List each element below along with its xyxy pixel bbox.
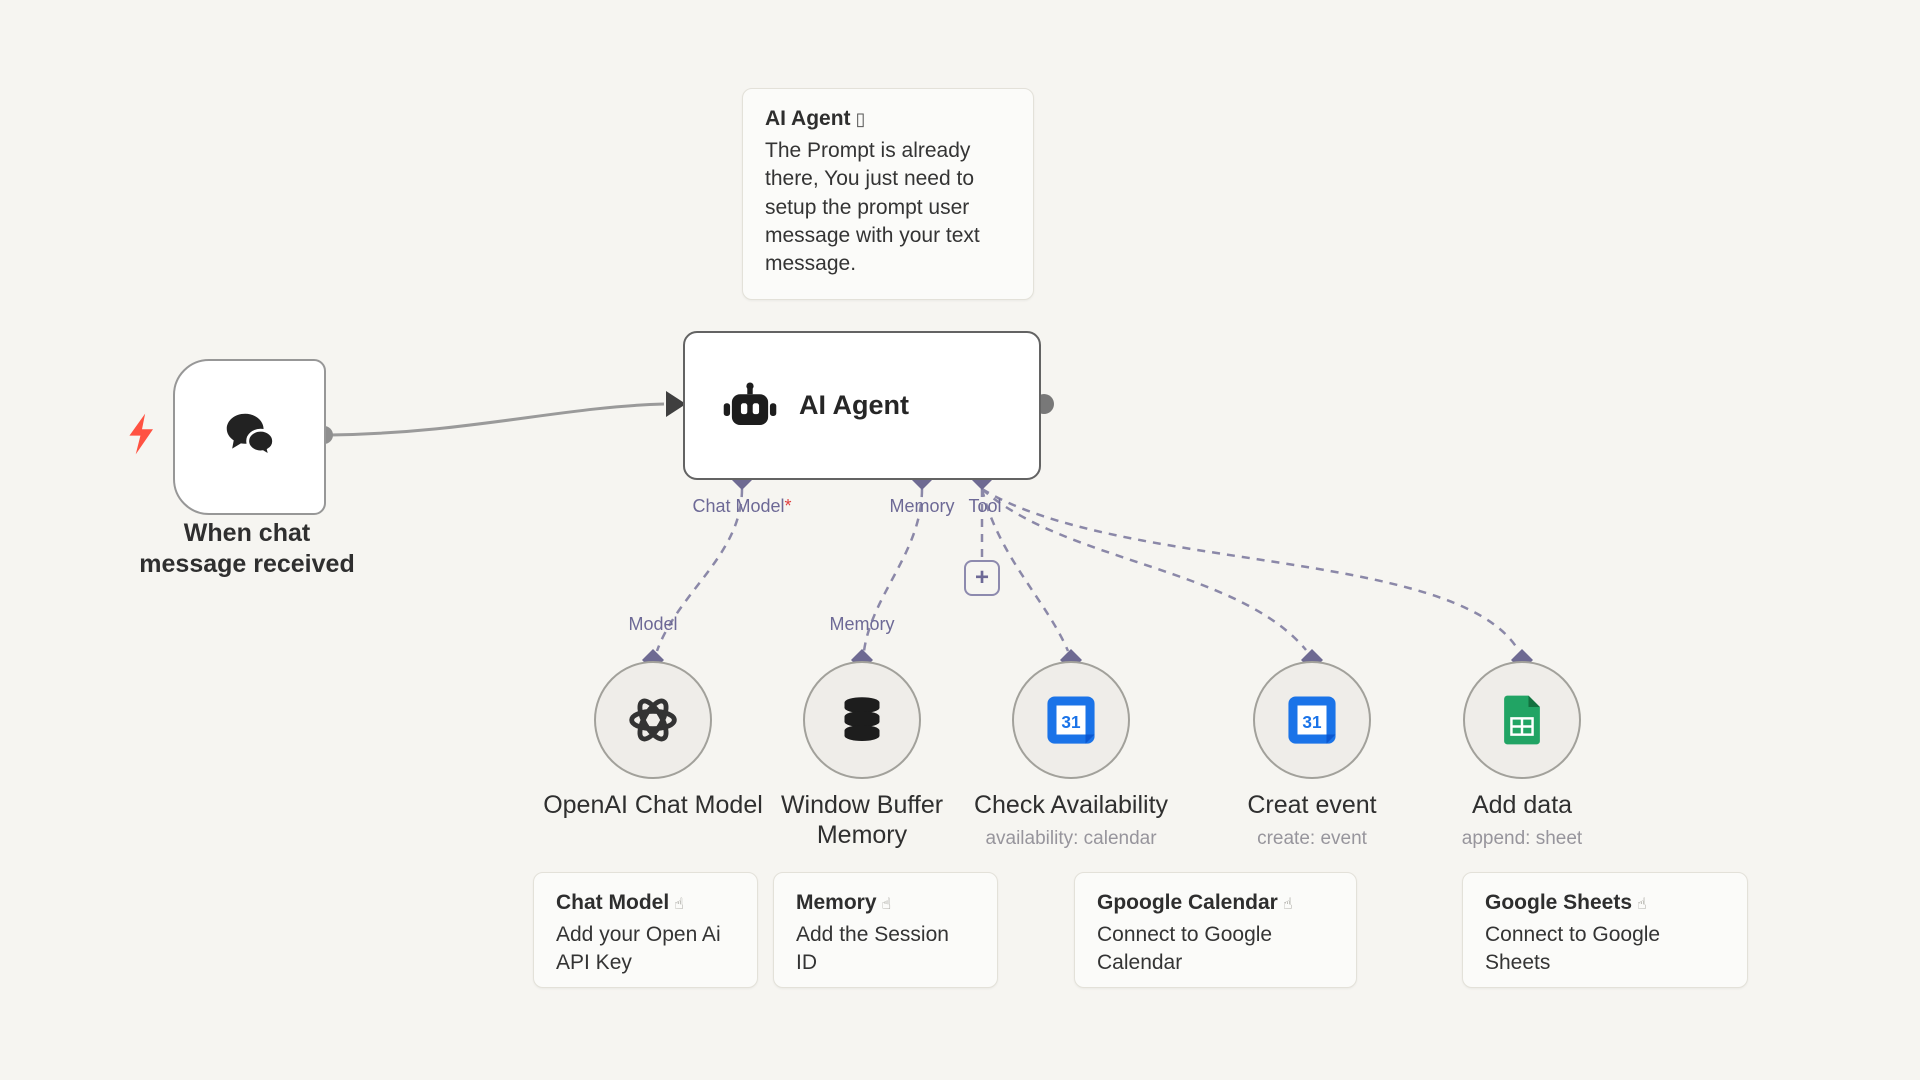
sticky-title: Google Sheets☝ — [1485, 891, 1647, 914]
openai-icon — [629, 698, 677, 742]
node-openai-chat-model[interactable] — [594, 661, 712, 779]
sticky-title: Chat Model☝ — [556, 891, 684, 914]
google-sheets-icon — [1504, 695, 1540, 745]
sticky-note-google-calendar[interactable]: Gpoogle Calendar☝ Connect to Google Cale… — [1074, 872, 1357, 988]
node-check-availability[interactable]: 31 — [1012, 661, 1130, 779]
node-subtitle: append: sheet — [1461, 828, 1583, 849]
lightning-bolt-icon — [129, 413, 153, 455]
pointing-hand-icon: ☝ — [881, 896, 892, 913]
node-subtitle: create: event — [1257, 828, 1367, 849]
database-icon — [844, 697, 880, 741]
sticky-body: Add your Open Ai API Key — [556, 923, 721, 975]
connection-label-model: Model — [628, 614, 678, 634]
pointing-hand-icon: ☝ — [1282, 896, 1293, 913]
node-title: Check Availability — [973, 791, 1169, 819]
plus-icon: + — [974, 564, 989, 591]
wire-tool-to-check-availability[interactable] — [980, 488, 1070, 652]
connection-label-memory: Memory — [829, 614, 895, 634]
agent-input-arrow[interactable] — [666, 391, 686, 417]
node-title: Creat event — [1247, 791, 1377, 819]
node-subtitle: availability: calendar — [985, 828, 1157, 849]
caption-creat-event: Creat event create: event — [1172, 790, 1452, 850]
pointing-hand-icon: ☝ — [674, 896, 684, 913]
node-creat-event[interactable]: 31 — [1253, 661, 1371, 779]
caption-openai-chat-model: OpenAI Chat Model — [513, 790, 793, 820]
sticky-title: Memory☝ — [796, 891, 892, 914]
wire-agent-to-memory[interactable] — [862, 488, 924, 652]
sticky-title: Gpoogle Calendar☝ — [1097, 891, 1293, 914]
robot-icon — [723, 381, 777, 425]
add-tool-button[interactable]: + — [964, 560, 1000, 596]
port-label-tool: Tool — [968, 496, 1002, 516]
sticky-body: The Prompt is already there, You just ne… — [765, 139, 980, 276]
wire-trigger-to-agent[interactable] — [329, 402, 665, 437]
pointing-hand-icon: ☝ — [1637, 896, 1647, 913]
node-title: Add data — [1471, 791, 1573, 819]
google-calendar-icon: 31 — [1288, 696, 1336, 744]
port-label-memory: Memory — [889, 496, 955, 516]
chat-bubbles-icon — [226, 413, 275, 460]
sticky-note-memory[interactable]: Memory☝ Add the Session ID — [773, 872, 998, 988]
sticky-note-chat-model[interactable]: Chat Model☝ Add your Open Ai API Key — [533, 872, 758, 988]
sticky-body: Connect to Google Sheets — [1485, 923, 1661, 975]
sticky-note-ai-agent[interactable]: AI Agent▯ The Prompt is already there, Y… — [742, 88, 1034, 300]
node-add-data[interactable] — [1463, 661, 1581, 779]
node-window-buffer-memory[interactable] — [803, 661, 921, 779]
svg-text:31: 31 — [1061, 712, 1081, 732]
node-title: Window Buffer Memory — [780, 791, 944, 849]
trigger-node-label: When chat message received — [139, 519, 355, 579]
wire-tool-to-creat-event[interactable] — [981, 488, 1307, 651]
sticky-body: Add the Session ID — [796, 923, 949, 975]
caption-check-availability: Check Availability availability: calenda… — [931, 790, 1211, 850]
required-asterisk: * — [784, 496, 792, 516]
node-ai-agent[interactable]: AI Agent — [683, 331, 1041, 480]
agent-node-label: AI Agent — [799, 390, 909, 420]
port-label-chat-model: Chat Model* — [692, 496, 792, 516]
caption-window-buffer-memory: Window Buffer Memory — [762, 790, 962, 850]
caption-add-data: Add data append: sheet — [1382, 790, 1662, 850]
node-chat-trigger[interactable] — [173, 359, 326, 515]
wire-agent-to-chatmodel[interactable] — [655, 488, 744, 652]
wire-tool-to-add-data[interactable] — [981, 487, 1519, 649]
sticky-title: AI Agent▯ — [765, 107, 866, 130]
sticky-note-google-sheets[interactable]: Google Sheets☝ Connect to Google Sheets — [1462, 872, 1748, 988]
sticky-body: Connect to Google Calendar — [1097, 923, 1273, 975]
google-calendar-icon: 31 — [1047, 696, 1095, 744]
missing-glyph-icon: ▯ — [855, 109, 866, 129]
svg-text:31: 31 — [1302, 712, 1322, 732]
node-title: OpenAI Chat Model — [543, 791, 763, 819]
